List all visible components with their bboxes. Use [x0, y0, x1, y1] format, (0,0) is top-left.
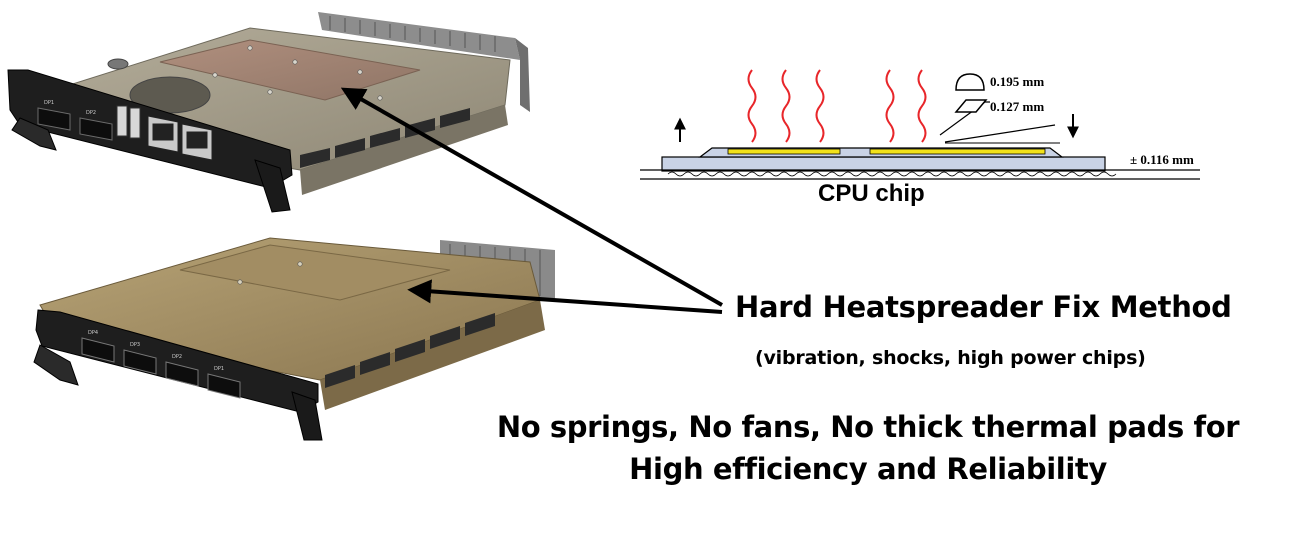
- board-top-ethernet-ports: [147, 115, 213, 161]
- board-top-illustration: DP1 DP2: [7, 12, 530, 213]
- dome-shape-icon: [955, 73, 985, 91]
- board-bottom-heatspreader-lid: [179, 244, 451, 301]
- board-bottom-port-label-4: DP1: [214, 366, 224, 372]
- board-bottom-dp-ports: [81, 337, 241, 399]
- board-top-port-label-1: DP1: [44, 100, 54, 106]
- thermal-pad-right: [869, 148, 1046, 155]
- substrate-layer: [661, 156, 1106, 172]
- dimension-top-label: 0.195 mm: [990, 74, 1045, 89]
- arrow-to-bottom-heatspreader: [407, 279, 723, 314]
- method-title: Hard Heatspreader Fix Method: [735, 290, 1232, 324]
- callout-arrows: [340, 87, 723, 314]
- board-top-backplane-connector: [318, 12, 530, 112]
- board-top-screws: [212, 45, 383, 101]
- board-bottom-ejector-lever: [33, 344, 79, 386]
- dimension-tolerance-label: ± 0.116 mm: [1130, 152, 1194, 167]
- board-top-dp-ports: [37, 107, 113, 141]
- solder-ball-row: [667, 171, 1117, 177]
- parallelogram-shape-icon: [954, 99, 988, 113]
- thermal-pad-left: [727, 148, 841, 155]
- board-bottom-port-label-3: DP2: [172, 354, 182, 360]
- method-subtitle: (vibration, shocks, high power chips): [755, 347, 1146, 369]
- cpu-cross-section: [640, 69, 1200, 180]
- board-top-usb-ports: [116, 105, 141, 139]
- heat-waves: [747, 69, 927, 143]
- claim-line-2: High efficiency and Reliability: [629, 452, 1107, 486]
- dimension-mid-label: 0.127 mm: [990, 99, 1045, 114]
- board-bottom-port-label-2: DP3: [130, 342, 140, 348]
- cpu-chip-label: CPU chip: [818, 180, 925, 207]
- board-top-ejector-lever: [11, 117, 57, 151]
- board-bottom-port-label-1: DP4: [88, 330, 98, 336]
- board-bottom-illustration: DP4 DP3 DP2 DP1: [33, 237, 555, 441]
- board-top-port-label-2: DP2: [86, 110, 96, 116]
- board-top-heatspreader-lid: [159, 39, 421, 101]
- claim-line-1: No springs, No fans, No thick thermal pa…: [496, 410, 1240, 444]
- arrow-to-top-heatspreader: [340, 87, 723, 307]
